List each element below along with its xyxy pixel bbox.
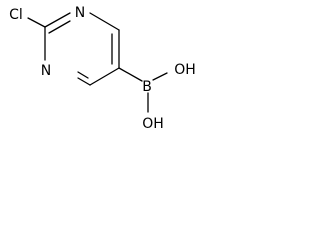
bond-c2-cl [27,17,46,28]
bond-c5-c4 [89,67,120,86]
atom-oh-bottom: OH [142,116,164,132]
bonds [27,12,168,113]
bond-b-oh-top [152,72,168,81]
bond-c4-n3 [77,77,91,86]
chemical-structure: Cl N N B OH OH [9,5,196,132]
bond-c2-n1-double [48,20,71,34]
bond-c2-n1 [44,12,71,28]
atom-cl: Cl [9,7,23,23]
bond-c5-b [118,67,143,82]
bond-n1-c6 [89,12,120,31]
atom-oh-top: OH [174,62,196,78]
atom-labels: Cl N N B OH OH [9,5,196,132]
atom-n-top: N [75,5,85,21]
bond-c4-n3-double [77,71,89,79]
atom-b: B [142,79,152,95]
atom-n-bottom: N [41,63,51,79]
